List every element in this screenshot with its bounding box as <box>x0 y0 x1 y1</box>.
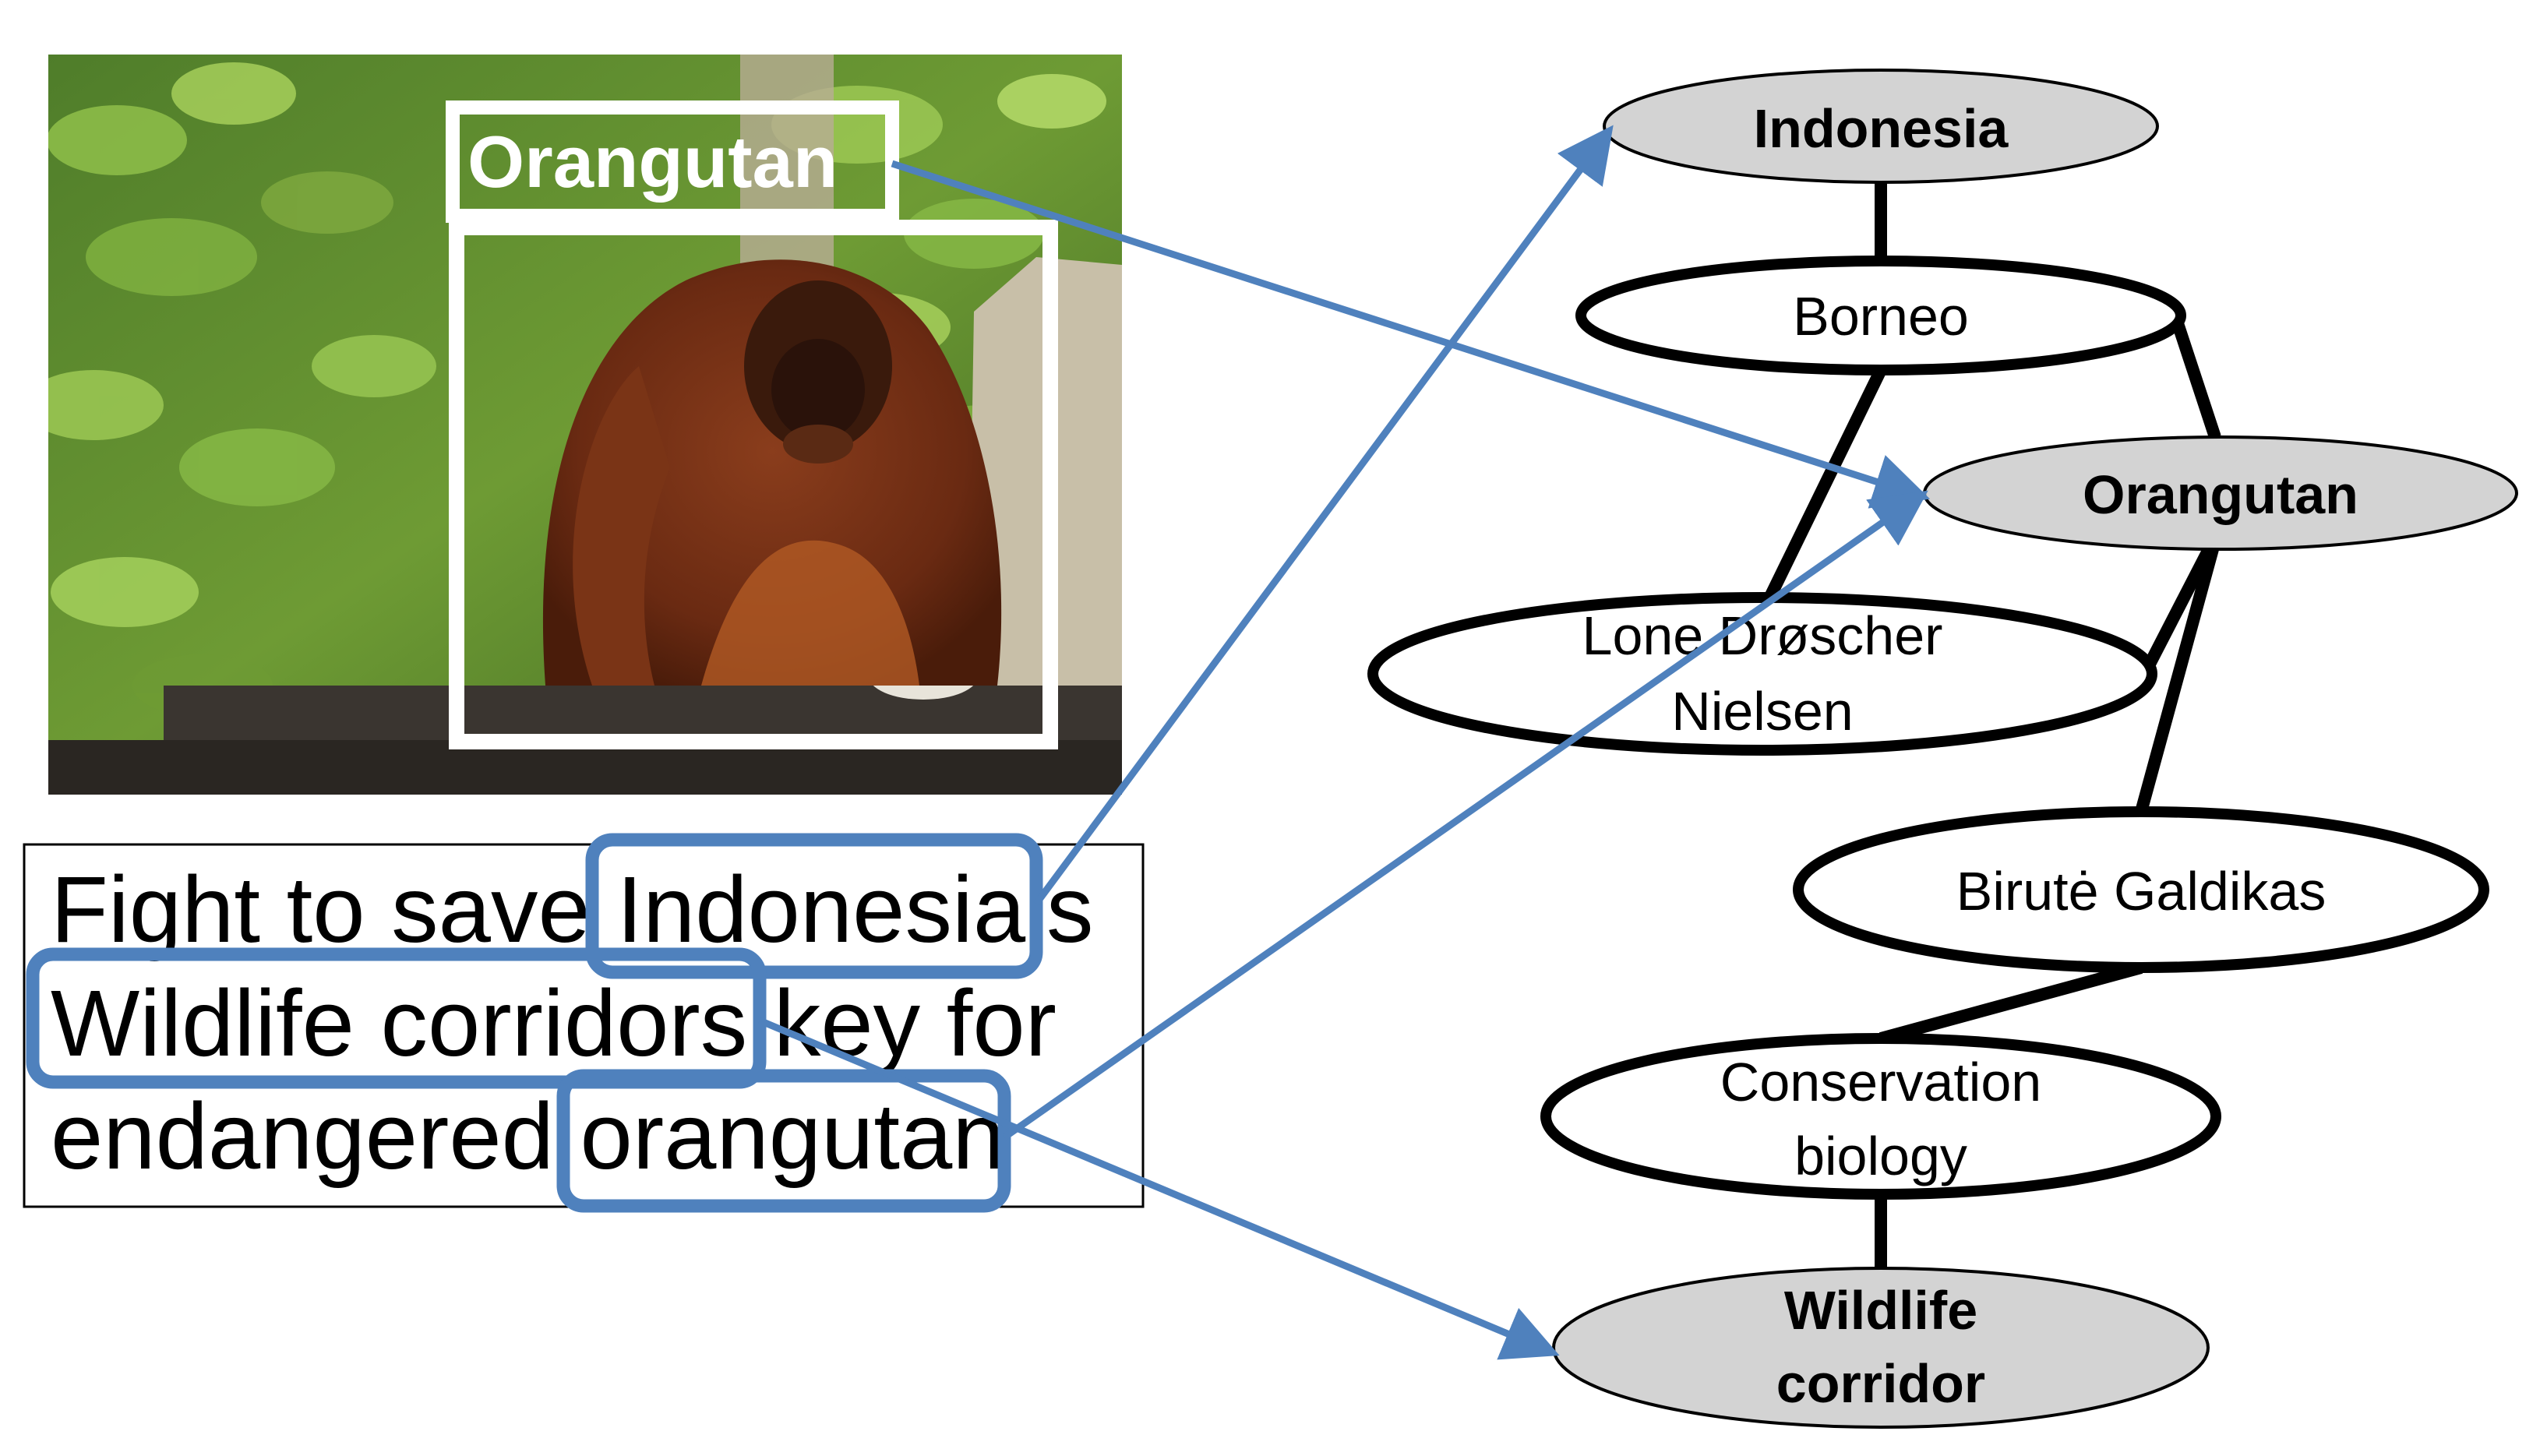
graph-node-label: Orangutan <box>2083 464 2358 525</box>
graph-node-indonesia: Indonesia <box>1603 69 2159 184</box>
foliage-leaves <box>48 62 1106 717</box>
graph-node-label: Borneo <box>1793 286 1969 347</box>
graph-node-label: Birutė Galdikas <box>1956 861 2327 922</box>
graph-edge-orangutan-birute <box>2135 547 2219 814</box>
graph-node-label: Lone Drøscher <box>1582 605 1943 666</box>
graph-node-ellipse <box>1793 806 2489 973</box>
graph-node-orangutan: Orangutan <box>1923 435 2518 551</box>
graph-node-ellipse <box>1575 256 2186 375</box>
link-arrows <box>758 125 1931 1360</box>
caption-line-3: endangered orangutan <box>51 1083 1005 1189</box>
link-arrow-photo-label-to-orangutan <box>891 160 1931 509</box>
graph-node-ellipse <box>1367 592 2157 756</box>
graph-node-ellipse <box>1540 1033 2221 1200</box>
detection-box <box>449 220 1058 749</box>
highlight-orangutan <box>556 1069 1011 1213</box>
graph-edges <box>1762 182 2221 1268</box>
orangutan-figure <box>542 259 1002 686</box>
graph-edge-borneo-lone <box>1762 367 1887 603</box>
graph-node-label: Conservation <box>1720 1052 2041 1112</box>
graph-node-label: Wildlife <box>1784 1280 1977 1341</box>
highlight-wildlife-corridors <box>26 947 767 1089</box>
graph-node-wildlife: Wildlife corridor <box>1552 1267 2210 1429</box>
platform <box>164 686 1122 740</box>
graph-edge-lone-orangutan <box>2136 546 2215 681</box>
graph-node-label: biology <box>1794 1126 1967 1186</box>
graph-node-label: Indonesia <box>1754 98 2009 159</box>
caption-line-2: Wildlife corridors key for <box>51 970 1057 1076</box>
photo-label-box <box>446 100 899 223</box>
graph-edge-birute-conservation <box>1879 961 2143 1045</box>
graph-node-conservation: Conservation biology <box>1540 1033 2221 1200</box>
caption-line-1: Fight to save Indonesia‘s <box>51 856 1094 962</box>
graph-node-label: Nielsen <box>1671 681 1853 742</box>
caption-box <box>23 843 1145 1208</box>
highlight-indonesia <box>585 833 1043 979</box>
graph-node-label: corridor <box>1776 1353 1985 1414</box>
graph-edge-borneo-orangutan <box>2168 309 2221 439</box>
link-arrow-caption-indonesia-to-indonesia <box>1033 125 1614 906</box>
link-arrow-caption-wildlife-to-wildlife <box>758 1017 1560 1360</box>
graph-node-borneo: Borneo <box>1575 256 2186 375</box>
graph-node-birute: Birutė Galdikas <box>1793 806 2489 973</box>
photo-label: Orangutan <box>467 121 838 203</box>
link-arrow-caption-orangutan-to-orangutan <box>1002 490 1928 1140</box>
